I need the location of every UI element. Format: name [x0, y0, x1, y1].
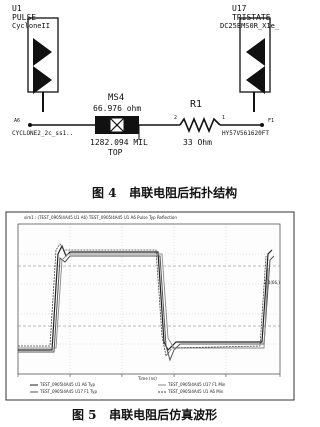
trace-u1-min — [18, 243, 267, 357]
u17-pin-node: F1 — [268, 118, 275, 124]
u1-pin-node: A6 — [14, 118, 21, 124]
right-marker-label: 2.1(66,) — [264, 280, 280, 285]
u1-buffer-icon — [33, 38, 52, 66]
schematic-lines — [27, 17, 271, 140]
ms4-length: 1282.094 MIL — [90, 138, 148, 147]
figure-4-schematic: U1 PULSE CycloneII CYCLONE2_2c_ss1.. A6 … — [0, 0, 300, 200]
trace-u17-min — [18, 253, 269, 349]
legend-item-4: TEST_0905I4A45 U1 A6 Min — [168, 389, 224, 394]
u1-sub: CycloneII — [12, 22, 50, 30]
u17-buffer-icon — [246, 38, 265, 66]
u1-ref: U1 — [12, 4, 22, 13]
u1-model: PULSE — [12, 13, 37, 22]
figure-5-title: 串联电阻后仿真波形 — [109, 408, 218, 422]
r1-node-right: 1 — [222, 115, 226, 121]
legend-item-1: TEST_0905I4A45 U1 A6 Typ — [40, 382, 95, 387]
u1-pin-label: CYCLONE2_2c_ss1.. — [12, 130, 74, 137]
r1-ref: R1 — [190, 99, 203, 110]
figure-5-caption: 图 5 串联电阻后仿真波形 — [72, 406, 217, 423]
figure-4-title: 串联电阻后拓扑结构 — [129, 186, 238, 200]
figure-5-waveform: sim1 : (TEST_0905I4A45 U1 A6) TEST_0905I… — [0, 210, 300, 427]
u17-buffer-icon-2 — [246, 66, 265, 94]
ms4-layer: TOP — [108, 148, 123, 157]
trace-u1-typ — [18, 244, 273, 352]
u17-ref: U17 — [232, 4, 247, 13]
waveform-plot — [5, 211, 295, 401]
legend-item-2: TEST_0905I4A45 U17 F1 Typ — [40, 389, 98, 394]
u17-pin-label: HY57V561620FT — [222, 130, 269, 137]
r1-value: 33 Ohm — [183, 138, 212, 147]
u1-buffer-icon-2 — [33, 66, 52, 94]
u17-sub: DC25EMS0R_X1e_ — [220, 22, 280, 30]
figure-5-number: 图 5 — [72, 408, 97, 422]
r1-node-left: 2 — [174, 115, 178, 121]
waveform-header: sim1 : (TEST_0905I4A45 U1 A6) TEST_0905I… — [24, 215, 177, 220]
figure-4-number: 图 4 — [92, 186, 117, 200]
ms4-impedance: 66.976 ohm — [93, 104, 142, 113]
ms4-ref: MS4 — [108, 93, 125, 103]
legend-item-3: TEST_0905I4A45 U17 F1 Min — [168, 382, 226, 387]
figure-4-caption: 图 4 串联电阻后拓扑结构 — [92, 184, 237, 201]
r1-resistor-icon — [179, 116, 221, 134]
u17-model: TRISTATE — [232, 13, 271, 22]
x-axis-label: Time (ns) — [138, 376, 157, 381]
